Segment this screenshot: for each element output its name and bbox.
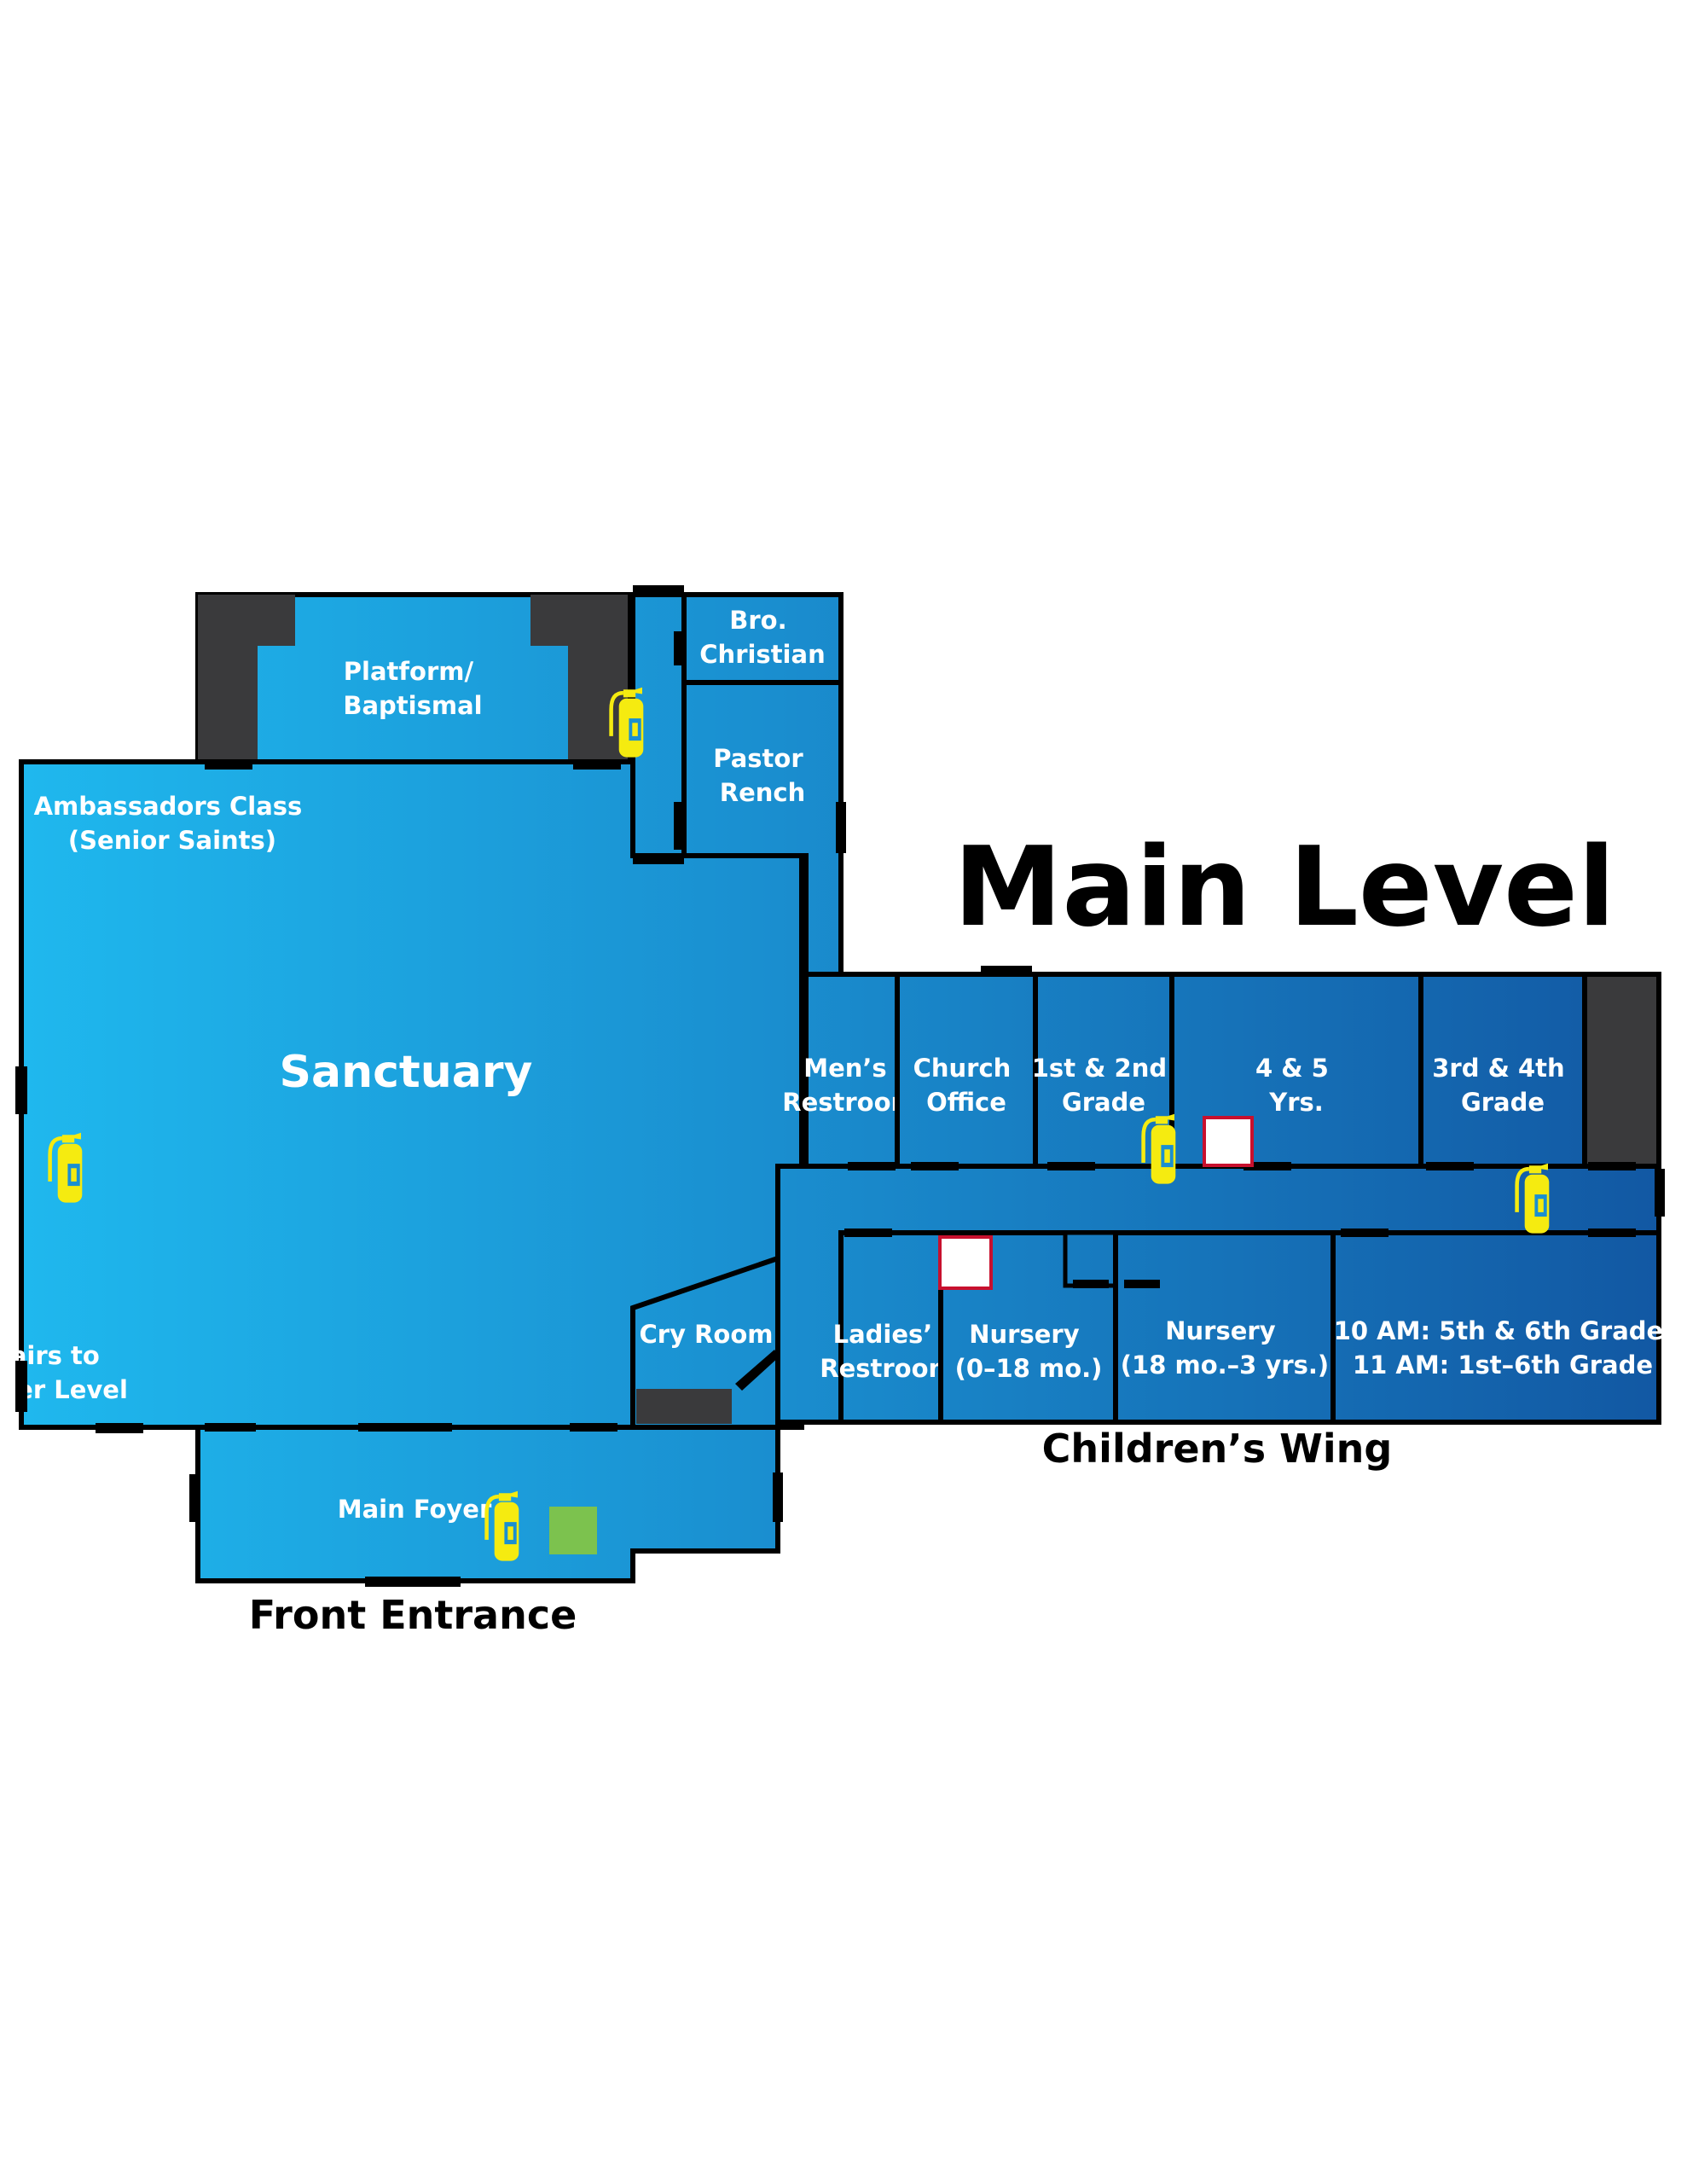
svg-text:Nursery (0–18 mo.): Nursery (0–18 mo.) [955, 1320, 1103, 1383]
cry-room-stair-block [636, 1389, 732, 1424]
front-entrance-caption: Front Entrance [249, 1592, 577, 1638]
svg-text:Nursery (18 mo.–3 yrs.): Nursery (18 mo.–3 yrs.) [1121, 1316, 1329, 1380]
platform-room: Platform/ Baptismal [195, 592, 630, 766]
grade-3-4-classroom: 3rd & 4th Grade [1418, 972, 1587, 1169]
mens-restroom: Men’s Restroom [782, 972, 917, 1169]
svg-text:Main Foyer: Main Foyer [338, 1495, 492, 1524]
ambassadors-class-label: Ambassadors Class (Senior Saints) [34, 792, 311, 855]
pastor-rench-office: Pastor Rench [681, 680, 844, 977]
first-aid-box-icon [1203, 1116, 1254, 1167]
platform-label: Platform/ Baptismal [343, 657, 482, 720]
grade-1-2-classroom: 1st & 2nd Grade [1032, 972, 1175, 1169]
church-office: Church Office [895, 972, 1038, 1169]
svg-text:Ladies’ Restroom: Ladies’ Restroom [820, 1320, 954, 1383]
svg-text:Cry Room: Cry Room [640, 1320, 774, 1349]
svg-text:4 & 5 Yrs.: 4 & 5 Yrs. [1255, 1054, 1337, 1117]
nursery-toddler: Nursery (18 mo.–3 yrs.) [1113, 1230, 1336, 1425]
first-aid-box-icon [938, 1235, 993, 1290]
aed-marker-icon [549, 1507, 597, 1554]
page-title: Main Level [954, 824, 1615, 951]
upper-grades-classroom: 10 AM: 5th & 6th Grade 11 AM: 1st–6th Gr… [1330, 1230, 1673, 1425]
stair-block-left [198, 595, 295, 764]
children-wing-caption: Children’s Wing [1042, 1426, 1393, 1472]
ladies-restroom: Ladies’ Restroom [820, 1230, 954, 1425]
svg-text:3rd & 4th Grade: 3rd & 4th Grade [1432, 1054, 1574, 1117]
door-marks [15, 585, 1665, 1587]
svg-text:Pastor Rench: Pastor Rench [713, 744, 812, 807]
bro-christian-office: Bro. Christian [681, 592, 844, 685]
svg-text:Men’s Restroom: Men’s Restroom [782, 1054, 917, 1117]
svg-text:1st & 2nd Grade: 1st & 2nd Grade [1032, 1054, 1175, 1117]
sanctuary-label: Sanctuary [280, 1047, 533, 1098]
wing-stair-block [1582, 972, 1661, 1169]
svg-text:10 AM: 5th & 6th Grade 1: 10 AM: 5th & 6th Grade 11 AM: 1st–6th Gr… [1334, 1316, 1673, 1380]
svg-text:Bro. Christian: Bro. Christian [699, 606, 825, 669]
stair-block-right [530, 595, 628, 764]
svg-text:Church Office: Church Office [913, 1054, 1020, 1117]
